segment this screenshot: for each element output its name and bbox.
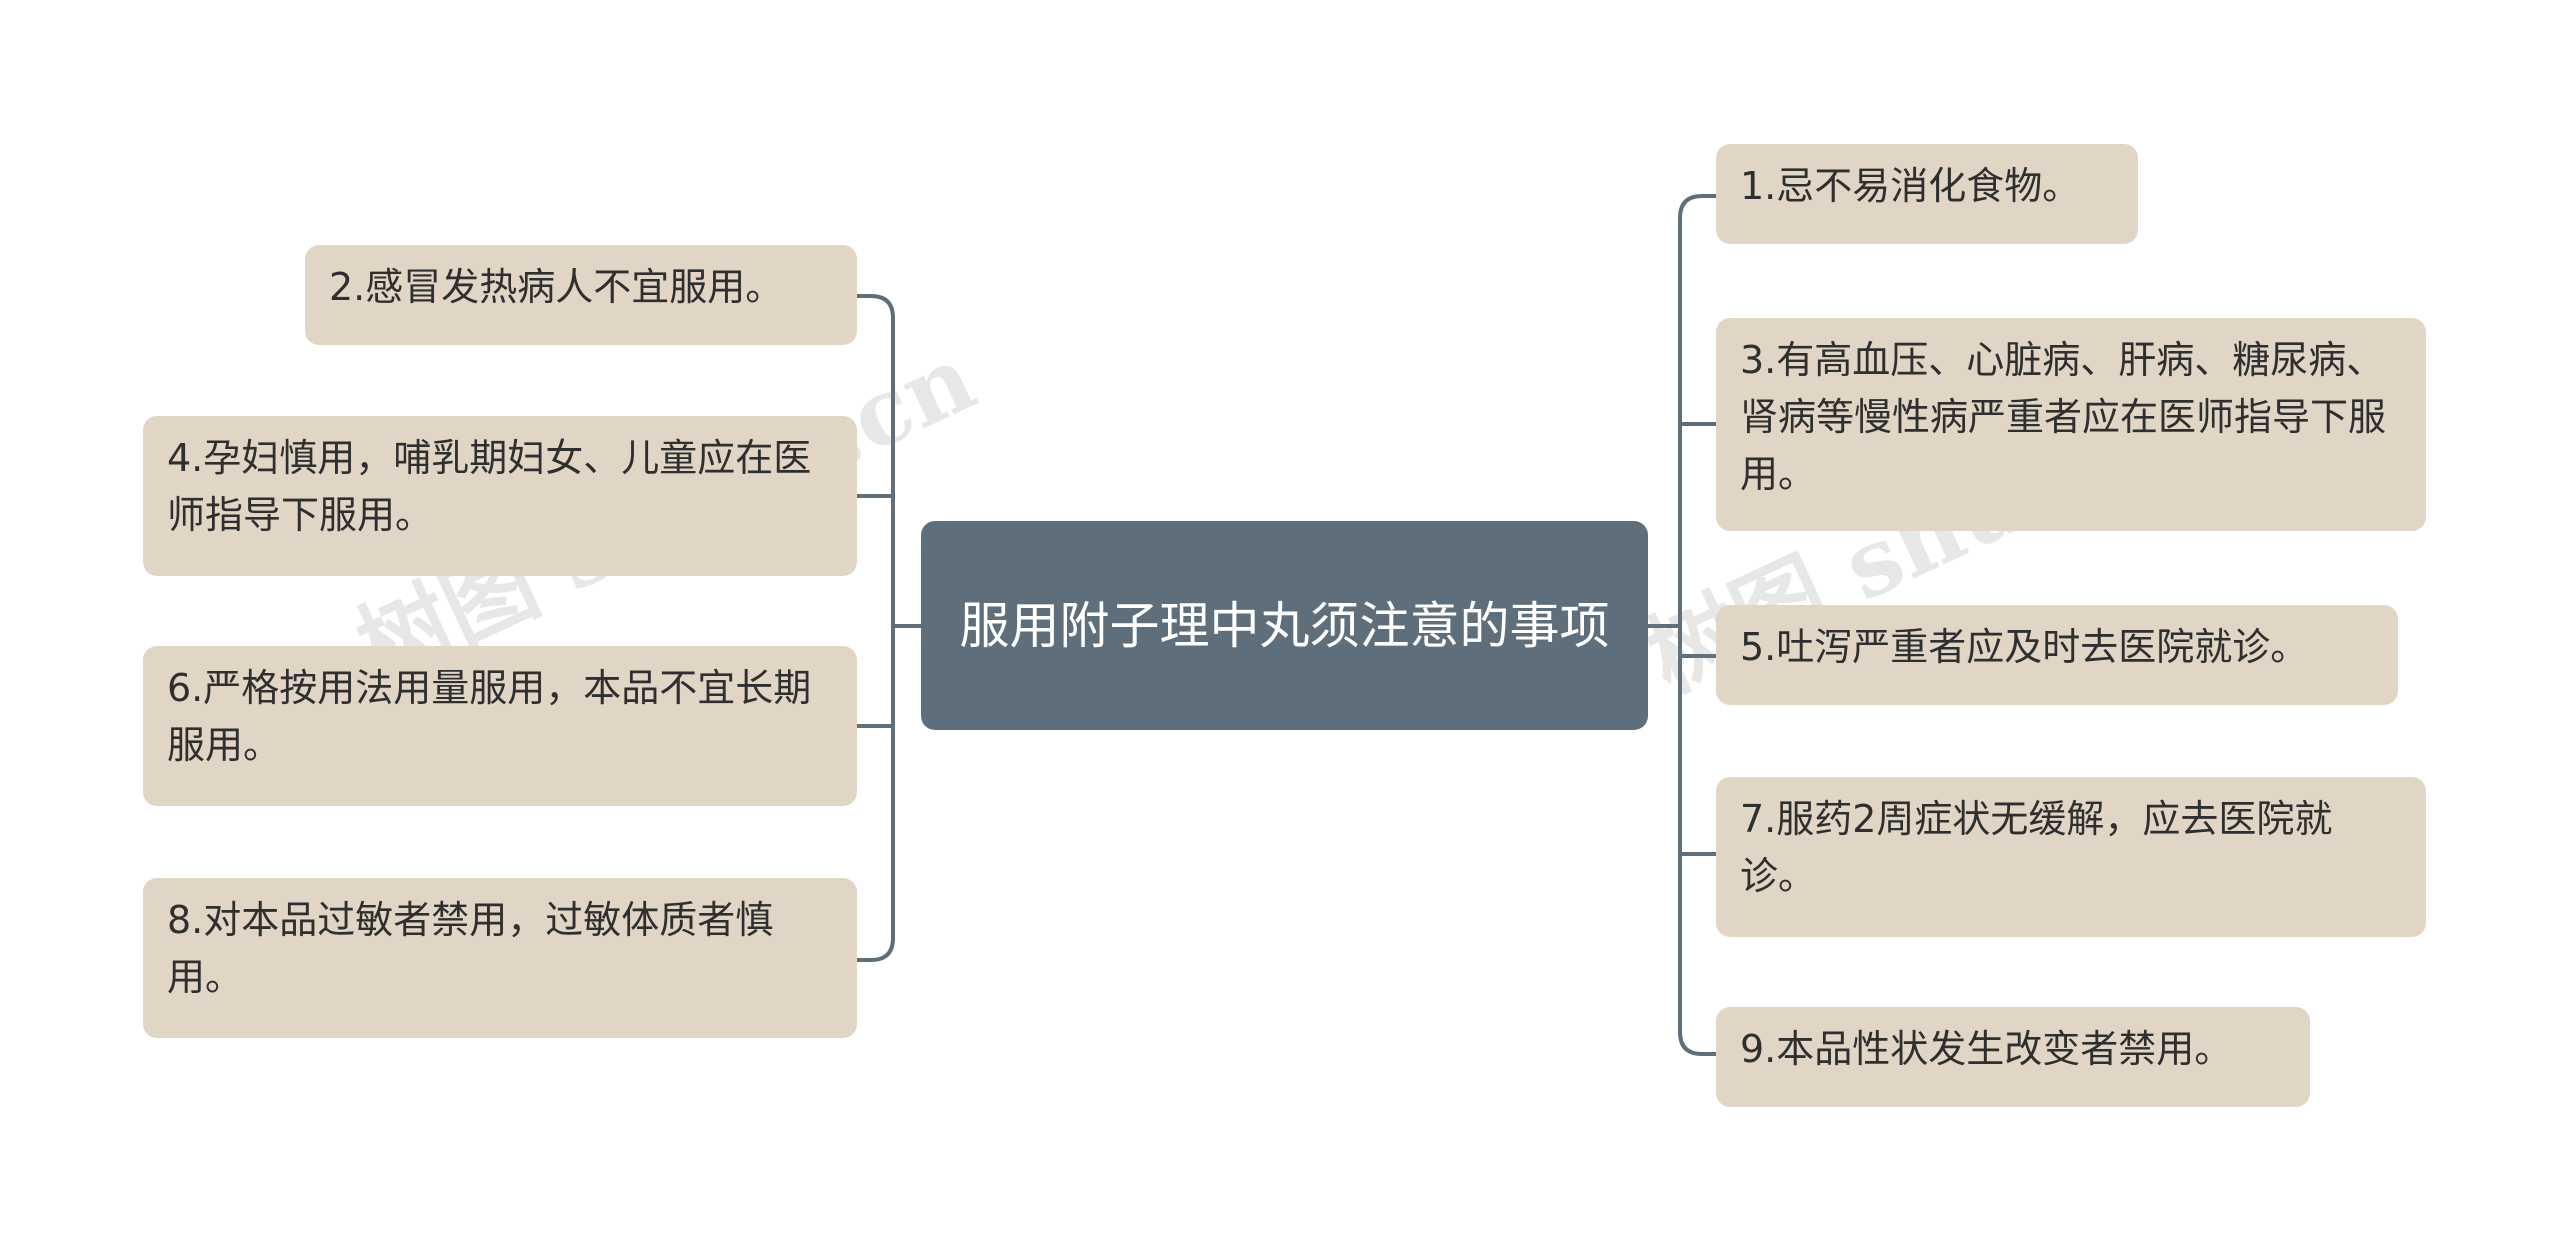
connector-right-1	[1678, 194, 1716, 219]
topic-label: 6.严格按用法用量服用，本品不宜长期服用。	[167, 666, 812, 767]
connector-left-2	[857, 294, 895, 319]
topic-node-1[interactable]: 1.忌不易消化食物。	[1716, 144, 2138, 244]
topic-node-7[interactable]: 7.服药2周症状无缓解，应去医院就诊。	[1716, 777, 2426, 937]
topic-label: 3.有高血压、心脏病、肝病、糖尿病、肾病等慢性病严重者应在医师指导下服用。	[1740, 338, 2387, 496]
central-topic-label: 服用附子理中丸须注意的事项	[959, 596, 1610, 655]
topic-label: 5.吐泻严重者应及时去医院就诊。	[1740, 625, 2309, 669]
topic-label: 2.感冒发热病人不宜服用。	[329, 265, 784, 309]
topic-node-8[interactable]: 8.对本品过敏者禁用，过敏体质者慎用。	[143, 878, 857, 1038]
topic-node-6[interactable]: 6.严格按用法用量服用，本品不宜长期服用。	[143, 646, 857, 806]
topic-label: 1.忌不易消化食物。	[1740, 164, 2081, 208]
connector-right-9	[1678, 1031, 1716, 1056]
topic-node-4[interactable]: 4.孕妇慎用，哺乳期妇女、儿童应在医师指导下服用。	[143, 416, 857, 576]
topic-label: 9.本品性状发生改变者禁用。	[1740, 1027, 2233, 1071]
topic-node-5[interactable]: 5.吐泻严重者应及时去医院就诊。	[1716, 605, 2398, 705]
topic-node-3[interactable]: 3.有高血压、心脏病、肝病、糖尿病、肾病等慢性病严重者应在医师指导下服用。	[1716, 318, 2426, 531]
central-topic[interactable]: 服用附子理中丸须注意的事项	[921, 521, 1648, 730]
topic-node-2[interactable]: 2.感冒发热病人不宜服用。	[305, 245, 857, 345]
topic-label: 4.孕妇慎用，哺乳期妇女、儿童应在医师指导下服用。	[167, 436, 812, 537]
connector-left-8	[857, 937, 895, 962]
topic-label: 7.服药2周症状无缓解，应去医院就诊。	[1740, 797, 2333, 898]
topic-node-9[interactable]: 9.本品性状发生改变者禁用。	[1716, 1007, 2310, 1107]
topic-label: 8.对本品过敏者禁用，过敏体质者慎用。	[167, 898, 774, 999]
